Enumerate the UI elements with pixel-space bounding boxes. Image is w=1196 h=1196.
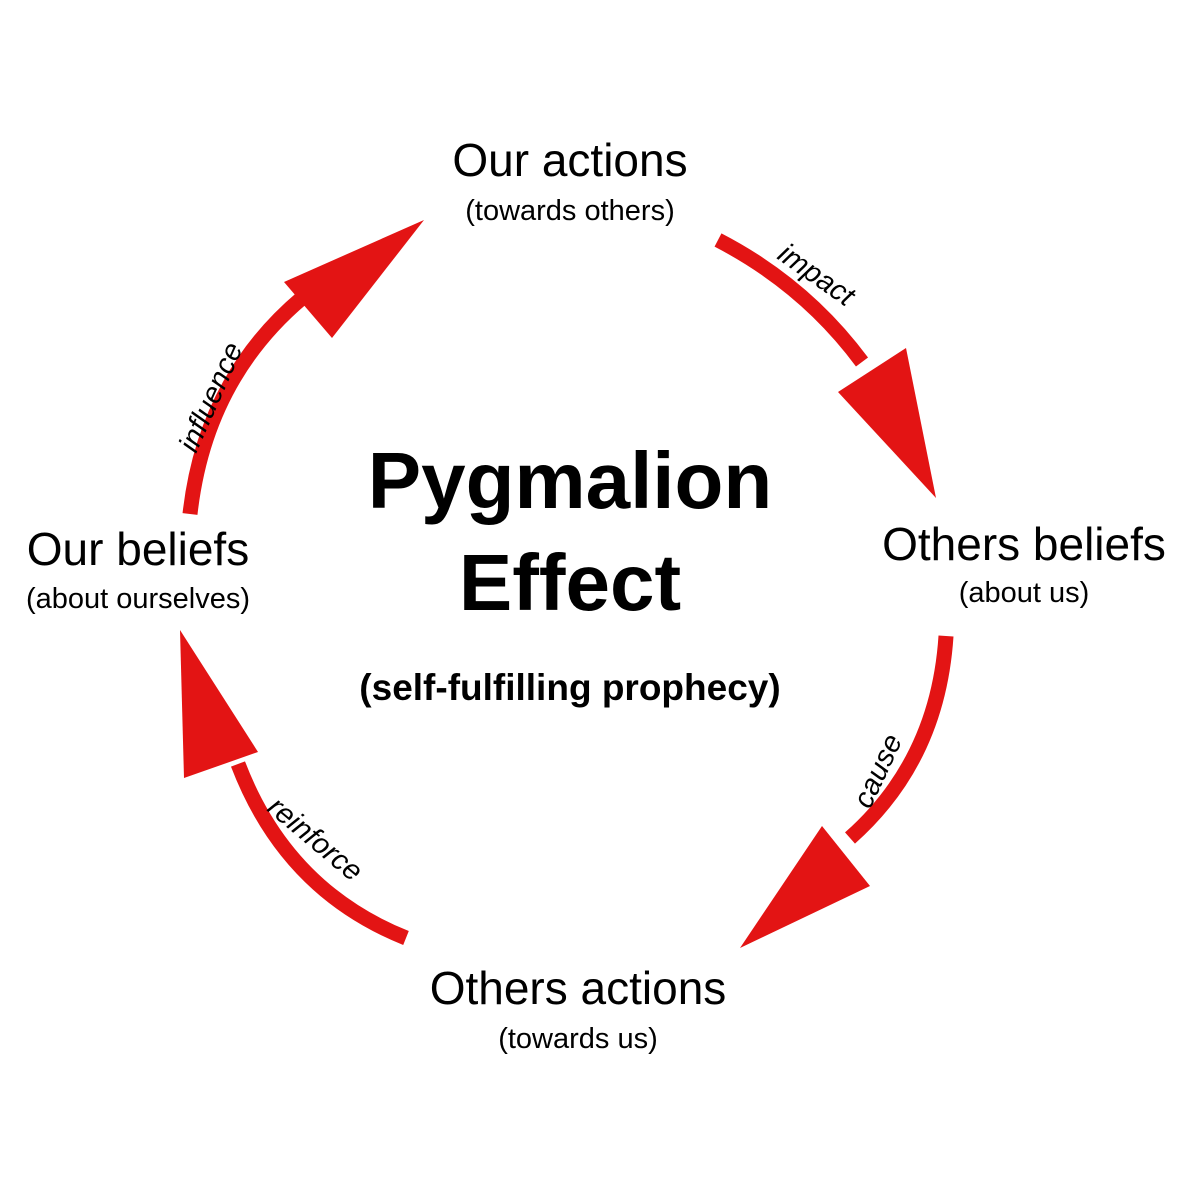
arrow-cause: [740, 635, 954, 948]
node-others-beliefs: Others beliefs (about us): [882, 518, 1166, 609]
node-our-beliefs: Our beliefs (about ourselves): [26, 523, 250, 615]
center-title-block: Pygmalion Effect (self-fulfilling prophe…: [359, 436, 780, 708]
center-subtitle: (self-fulfilling prophecy): [359, 667, 780, 708]
node-our-actions-subtitle: (towards others): [465, 195, 675, 227]
center-title-line1: Pygmalion: [368, 436, 773, 525]
node-others-actions-title: Others actions: [430, 962, 727, 1014]
node-others-beliefs-title: Others beliefs: [882, 518, 1166, 570]
arrow-influence-head: [284, 220, 424, 338]
arrow-cause-shaft: [845, 635, 954, 844]
node-our-beliefs-title: Our beliefs: [27, 523, 249, 575]
node-others-beliefs-subtitle: (about us): [959, 577, 1090, 609]
arrow-cause-head: [740, 826, 870, 948]
arrow-influence-shaft: [182, 292, 307, 515]
arrow-impact: [714, 233, 936, 498]
arrow-impact-shaft: [714, 233, 869, 367]
arrow-reinforce: [180, 630, 409, 945]
node-our-actions-title: Our actions: [452, 134, 687, 186]
arrow-reinforce-shaft: [230, 761, 409, 945]
node-others-actions-subtitle: (towards us): [498, 1023, 658, 1055]
arrow-impact-head: [838, 348, 936, 498]
node-our-actions: Our actions (towards others): [452, 134, 687, 227]
arrow-influence: [182, 220, 424, 515]
cycle-arrows: [180, 220, 954, 948]
arrow-reinforce-head: [180, 630, 258, 778]
node-others-actions: Others actions (towards us): [430, 962, 727, 1055]
center-title-line2: Effect: [459, 538, 681, 627]
node-our-beliefs-subtitle: (about ourselves): [26, 583, 250, 615]
